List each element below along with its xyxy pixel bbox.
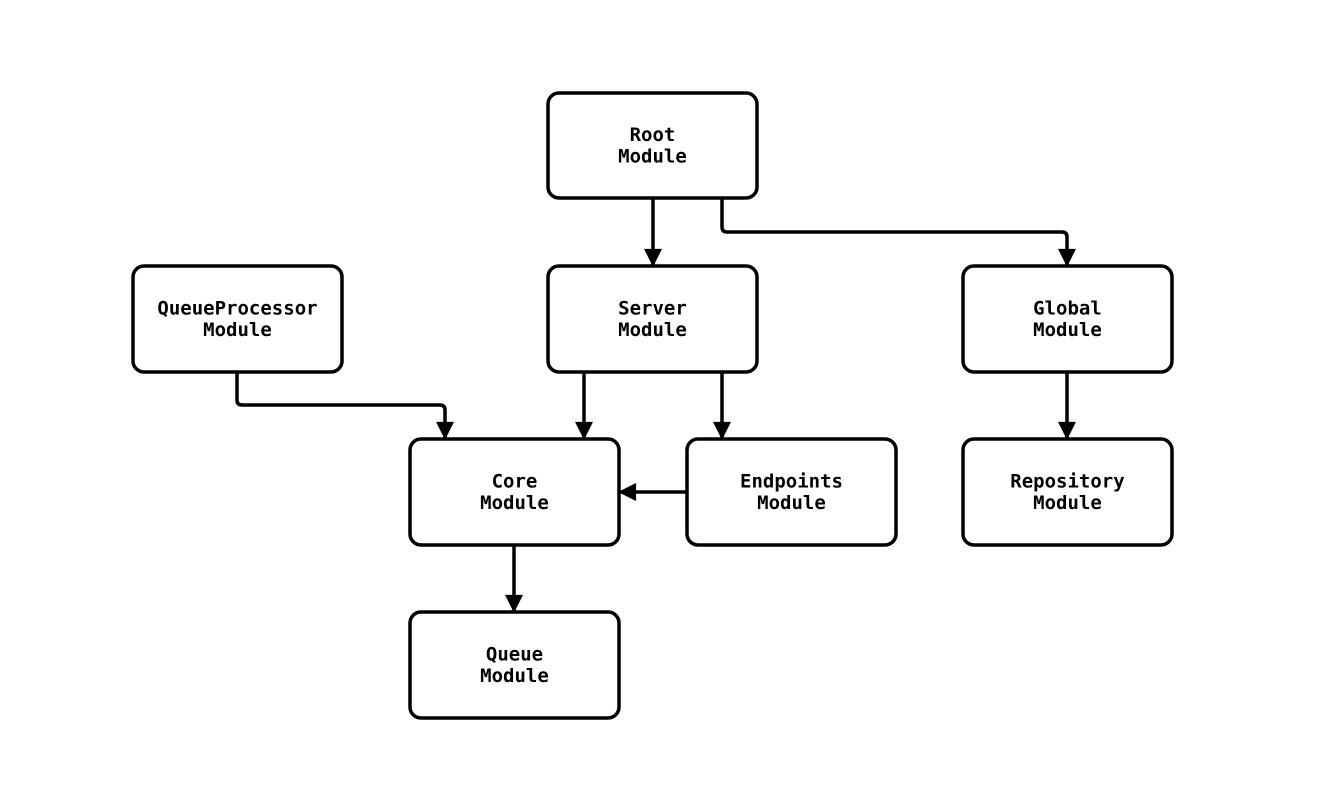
node-server-box [546,264,759,374]
edge-root-to-global [720,198,1076,267]
node-endpoints-box [685,437,898,547]
node-queueprocessor-box [131,264,344,374]
node-root-box [546,91,759,200]
edge-queueprocessor-to-core [235,372,454,440]
node-queue-box [408,610,621,720]
node-core-box [408,437,621,547]
node-repository-box [961,437,1174,547]
node-global-box [961,264,1174,374]
